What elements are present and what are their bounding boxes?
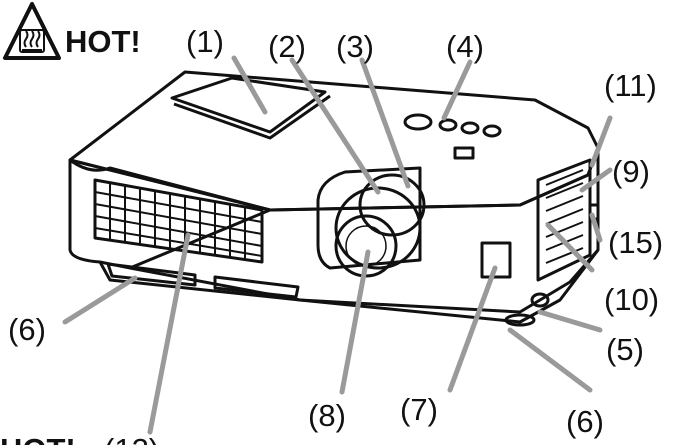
label-1: (1) [186, 24, 224, 59]
side-vent [536, 158, 592, 282]
label-6-left: (6) [8, 312, 46, 347]
label-6-right: (6) [566, 404, 604, 439]
label-15: (15) [608, 225, 663, 260]
hot-warning-triangle-icon [3, 2, 61, 60]
input-button [438, 118, 458, 132]
front-lip [69, 158, 271, 212]
lens-recess [316, 166, 422, 270]
label-2: (2) [268, 29, 306, 64]
projector-body [68, 70, 600, 324]
label-5: (5) [606, 332, 644, 367]
label-4: (4) [446, 29, 484, 64]
label-3: (3) [336, 29, 374, 64]
label-10: (10) [604, 282, 659, 317]
bottom-edge [98, 249, 600, 324]
hot-warning-text-top: HOT! [65, 24, 141, 59]
front-vent [93, 178, 264, 264]
elevator-feet [504, 292, 550, 327]
power-button [403, 113, 433, 131]
lamp-cover-edge [173, 94, 331, 140]
indicator-panel [453, 146, 475, 160]
label-11: (11) [604, 68, 657, 103]
remote-sensor [480, 241, 512, 279]
control-panel [403, 113, 502, 160]
standby-button [482, 124, 502, 138]
leader-lines [62, 55, 613, 435]
label-12: (12) [104, 432, 159, 445]
label-7: (7) [400, 392, 438, 427]
menu-button [460, 121, 480, 135]
bottom-vents [106, 262, 300, 299]
lamp-cover [170, 76, 327, 134]
hot-warning-text-bottom: HOT! [0, 432, 76, 445]
focus-ring [358, 173, 426, 237]
label-8: (8) [308, 398, 346, 433]
label-9: (9) [612, 154, 650, 189]
